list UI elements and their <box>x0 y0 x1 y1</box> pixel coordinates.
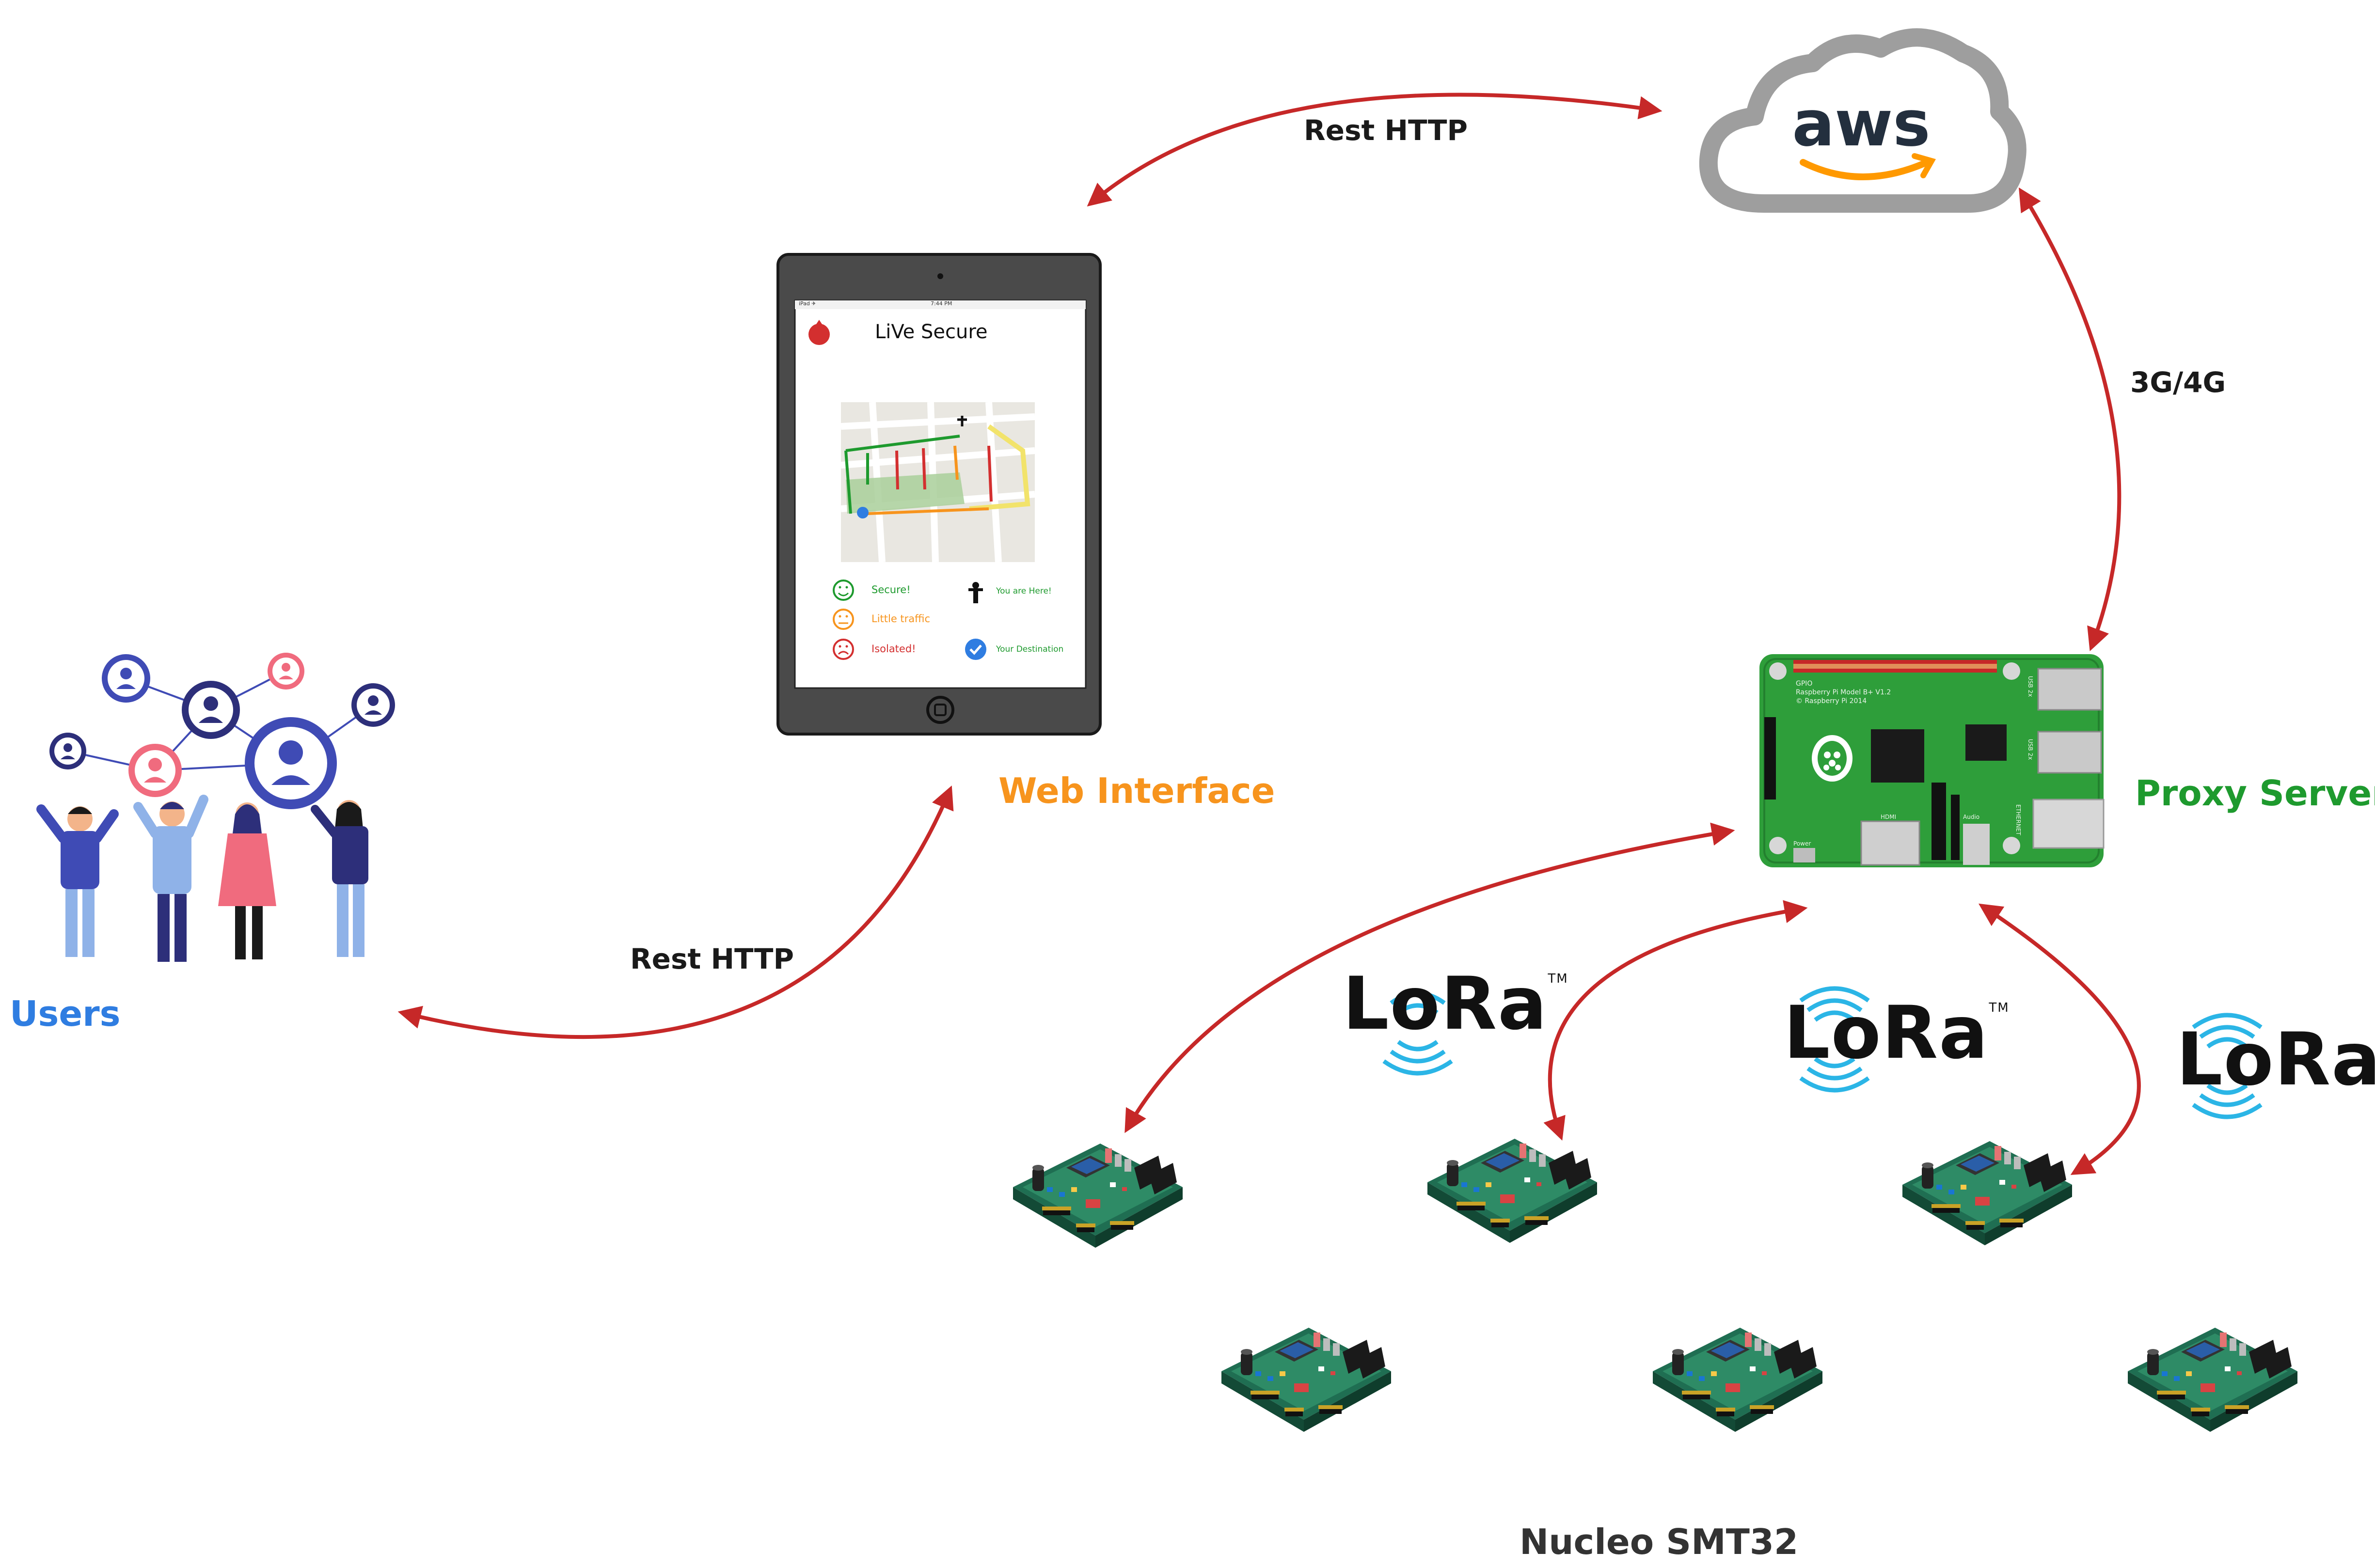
aws-logo-text: aws <box>1792 87 1930 160</box>
pi-copyright-text: © Raspberry Pi 2014 <box>1796 697 1867 705</box>
arrow-node1-to-proxy <box>1124 822 1735 1133</box>
nucleo-board-3 <box>1902 1141 2072 1245</box>
lora-text: LoRa <box>1784 991 1989 1075</box>
lora-wave-icon <box>1382 991 1453 1076</box>
web-interface-label: Web Interface <box>998 770 1275 811</box>
nucleo-board-5 <box>1653 1328 1822 1432</box>
raspberry-logo-icon <box>1812 735 1852 782</box>
proxy-server-label: Proxy Server <box>2135 773 2375 814</box>
pi-gpio-text: GPIO <box>1796 680 1812 688</box>
tablet-device <box>776 253 1102 736</box>
avatar-node <box>245 717 337 809</box>
raspberry-pi-board: GPIO Raspberry Pi Model B+ V1.2 © Raspbe… <box>1759 654 2105 867</box>
nucleo-label: Nucleo SMT32 <box>1520 1521 1799 1562</box>
pi-ethernet-text: ETHERNET <box>2015 804 2022 835</box>
pi-usb-text-1: USB 2x <box>2027 676 2034 697</box>
avatar-node <box>49 733 86 769</box>
pi-usb-text-2: USB 2x <box>2027 739 2034 760</box>
legend-isolated: Isolated! <box>871 643 916 655</box>
person-figure <box>218 802 276 959</box>
isolated-frown-icon <box>833 639 854 660</box>
tablet-status-time: 7:44 PM <box>931 300 952 307</box>
tablet-app-title: LiVe Secure <box>875 321 988 343</box>
lora-tm: TM <box>1989 1001 2010 1015</box>
avatar-node <box>102 654 150 703</box>
lora-wave-icon <box>1799 986 1870 1093</box>
arrow-users-to-web <box>397 785 954 1039</box>
rest-http-top-label: Rest HTTP <box>1304 114 1468 147</box>
nucleo-board-4 <box>1221 1328 1391 1432</box>
avatar-node <box>128 744 182 797</box>
legend-you-are-here: You are Here! <box>996 586 1052 596</box>
legend-little-traffic: Little traffic <box>871 613 931 625</box>
avatar-node <box>351 683 395 727</box>
lora-wave-icon <box>2192 1013 2263 1119</box>
avatar-node <box>182 681 240 739</box>
person-figure <box>311 800 368 957</box>
nucleo-board-1 <box>1013 1144 1183 1248</box>
traffic-neutral-icon <box>833 609 854 630</box>
lora-tm: TM <box>1548 972 1568 986</box>
network-3g4g-label: 3G/4G <box>2130 366 2226 399</box>
secure-smiley-icon <box>833 580 854 601</box>
arrow-node3-to-proxy <box>1978 903 2141 1175</box>
lora-logo-1: LoRaTM <box>1343 962 1568 1046</box>
users-illustration <box>36 653 395 962</box>
lora-logo-3: LoRaTM <box>2176 1018 2375 1102</box>
person-figure <box>36 804 119 957</box>
aws-cloud-icon: aws <box>1699 28 2027 213</box>
rest-http-bottom-label: Rest HTTP <box>630 942 794 975</box>
tablet-status-left: iPad ✈ <box>799 300 816 307</box>
person-here-icon <box>968 582 983 603</box>
nucleo-board-2 <box>1427 1139 1597 1243</box>
avatar-node <box>268 653 304 690</box>
arrow-web-to-aws <box>1087 93 1662 207</box>
lora-text: LoRa <box>2176 1018 2375 1102</box>
destination-check-icon <box>965 639 986 660</box>
lora-text: LoRa <box>1343 962 1548 1046</box>
pi-hdmi-text: HDMI <box>1881 814 1896 820</box>
pi-audio-text: Audio <box>1963 814 1979 820</box>
legend-your-destination: Your Destination <box>996 644 1064 654</box>
lora-logo-2: LoRaTM <box>1784 991 2010 1075</box>
nucleo-board-6 <box>2128 1328 2297 1432</box>
pi-power-text: Power <box>1793 840 1811 847</box>
arrow-node2-to-proxy <box>1543 900 1808 1141</box>
arrow-aws-to-proxy <box>2018 187 2122 651</box>
pi-model-text: Raspberry Pi Model B+ V1.2 <box>1796 689 1891 696</box>
person-figure <box>133 795 208 962</box>
users-label: Users <box>10 993 121 1034</box>
legend-secure: Secure! <box>871 584 911 596</box>
